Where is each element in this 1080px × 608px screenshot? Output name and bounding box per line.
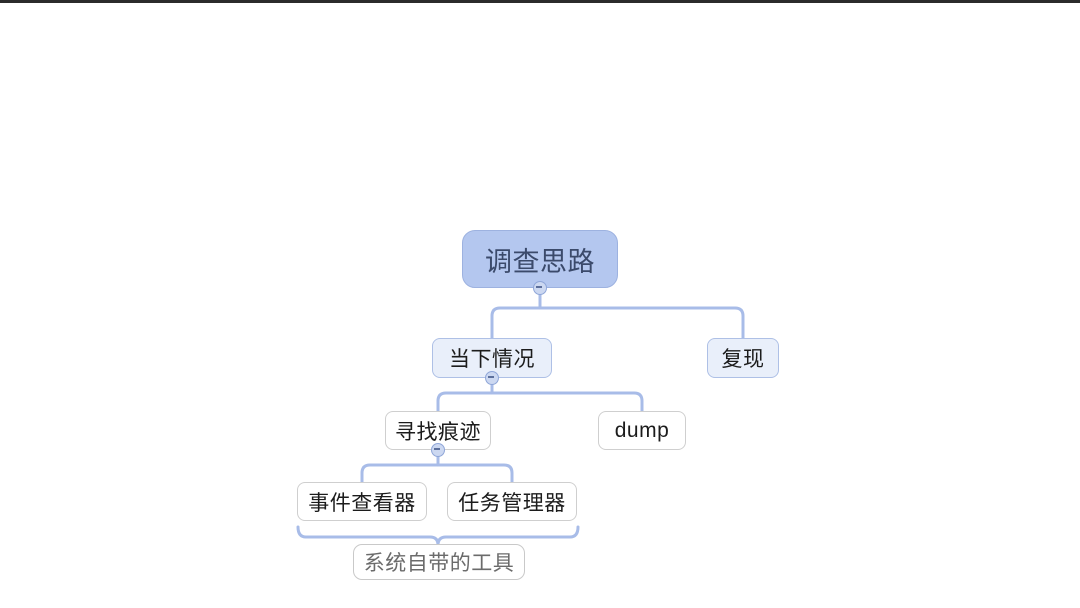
collapse-toggle-root[interactable] (533, 281, 547, 295)
node-summary-builtin-tools-label: 系统自带的工具 (363, 552, 515, 575)
node-find-traces-label: 寻找痕迹 (395, 420, 481, 444)
node-task-manager-label: 任务管理器 (458, 491, 566, 515)
edge-now-to-dump (490, 391, 644, 413)
node-current-situation-label: 当下情况 (449, 348, 535, 371)
edge-now-to-traces (436, 391, 494, 413)
collapse-toggle-find-traces[interactable] (431, 443, 445, 457)
node-dump-label: dump (614, 418, 670, 442)
node-root-label: 调查思路 (485, 246, 595, 277)
node-find-traces[interactable]: 寻找痕迹 (385, 411, 491, 450)
collapse-toggle-current-situation[interactable] (485, 371, 499, 385)
window-top-bar (0, 0, 1080, 3)
node-event-viewer[interactable]: 事件查看器 (297, 482, 427, 521)
node-task-manager[interactable]: 任务管理器 (447, 482, 577, 521)
node-root[interactable]: 调查思路 (462, 230, 618, 288)
edge-summary-brace (296, 525, 580, 547)
node-reproduce-label: 复现 (721, 348, 765, 371)
edge-traces-to-taskmgr (436, 463, 514, 484)
node-event-viewer-label: 事件查看器 (308, 491, 416, 515)
node-summary-builtin-tools[interactable]: 系统自带的工具 (353, 544, 525, 580)
edge-traces-to-eventviewer (360, 463, 440, 484)
edge-root-to-repro (538, 306, 745, 340)
node-dump[interactable]: dump (598, 411, 686, 450)
node-reproduce[interactable]: 复现 (707, 338, 779, 378)
edge-root-to-now (490, 306, 542, 340)
